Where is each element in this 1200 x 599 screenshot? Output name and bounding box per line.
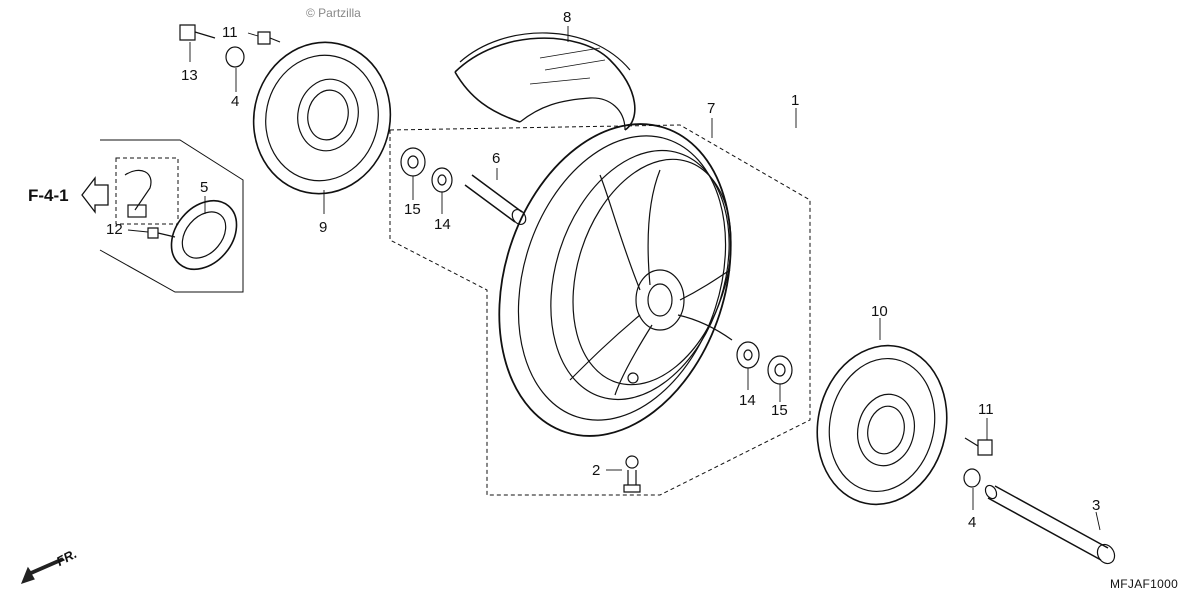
pulser-ring-part-5 bbox=[170, 199, 238, 271]
callout-9[interactable]: 9 bbox=[319, 219, 328, 236]
watermark-text: © Partzilla bbox=[306, 6, 361, 20]
sensor-dashed-box bbox=[115, 157, 179, 225]
bolt-right-part-11 bbox=[964, 437, 993, 456]
brake-disc-right-part-10 bbox=[816, 344, 948, 506]
valve-part-2 bbox=[623, 455, 641, 493]
dust-seal-left-part-14 bbox=[431, 167, 453, 193]
callout-6[interactable]: 6 bbox=[492, 150, 501, 167]
nut-top-part-4 bbox=[225, 46, 245, 68]
front-direction-arrow-icon bbox=[20, 557, 66, 584]
wheel-rim-part-7 bbox=[498, 123, 733, 437]
callout-15-left[interactable]: 15 bbox=[404, 201, 421, 218]
collar-part-6 bbox=[464, 174, 527, 226]
leader-lines bbox=[127, 26, 1101, 531]
callout-8[interactable]: 8 bbox=[563, 9, 572, 26]
callout-14-left[interactable]: 14 bbox=[434, 216, 451, 233]
callout-11-top[interactable]: 11 bbox=[222, 24, 238, 41]
sensor-assembly-outline bbox=[99, 139, 244, 293]
nut-right-part-4 bbox=[963, 468, 981, 488]
assembly-outline bbox=[389, 124, 811, 496]
callout-11-right[interactable]: 11 bbox=[978, 401, 994, 418]
callout-1[interactable]: 1 bbox=[791, 92, 800, 109]
dust-seal-right-part-14 bbox=[736, 341, 760, 369]
callout-14-right[interactable]: 14 bbox=[739, 392, 756, 409]
callout-10[interactable]: 10 bbox=[871, 303, 888, 320]
callout-4-top[interactable]: 4 bbox=[231, 93, 240, 110]
callout-2[interactable]: 2 bbox=[592, 462, 601, 479]
screw-part-12 bbox=[147, 227, 176, 239]
callout-3[interactable]: 3 bbox=[1092, 497, 1101, 514]
ref-arrow-icon bbox=[81, 176, 109, 214]
bearing-right-part-15 bbox=[767, 355, 793, 385]
axle-part-3 bbox=[984, 484, 1116, 565]
reference-label-f-4-1[interactable]: F-4-1 bbox=[28, 186, 69, 205]
callout-12[interactable]: 12 bbox=[106, 221, 123, 238]
callout-15-right[interactable]: 15 bbox=[771, 402, 788, 419]
bearing-left-part-15 bbox=[400, 147, 426, 177]
bolt-top-part-11 bbox=[257, 31, 281, 45]
callout-4-right[interactable]: 4 bbox=[968, 514, 977, 531]
flange-bolt-part-13 bbox=[179, 24, 216, 41]
callout-5[interactable]: 5 bbox=[200, 179, 209, 196]
callout-7[interactable]: 7 bbox=[707, 100, 716, 117]
tire-part-8 bbox=[454, 32, 636, 131]
diagram-code: MFJAF1000 bbox=[1110, 577, 1179, 591]
wheel-speed-sensor bbox=[124, 169, 152, 218]
brake-disc-left-part-9 bbox=[252, 41, 392, 195]
callout-13[interactable]: 13 bbox=[181, 67, 198, 84]
